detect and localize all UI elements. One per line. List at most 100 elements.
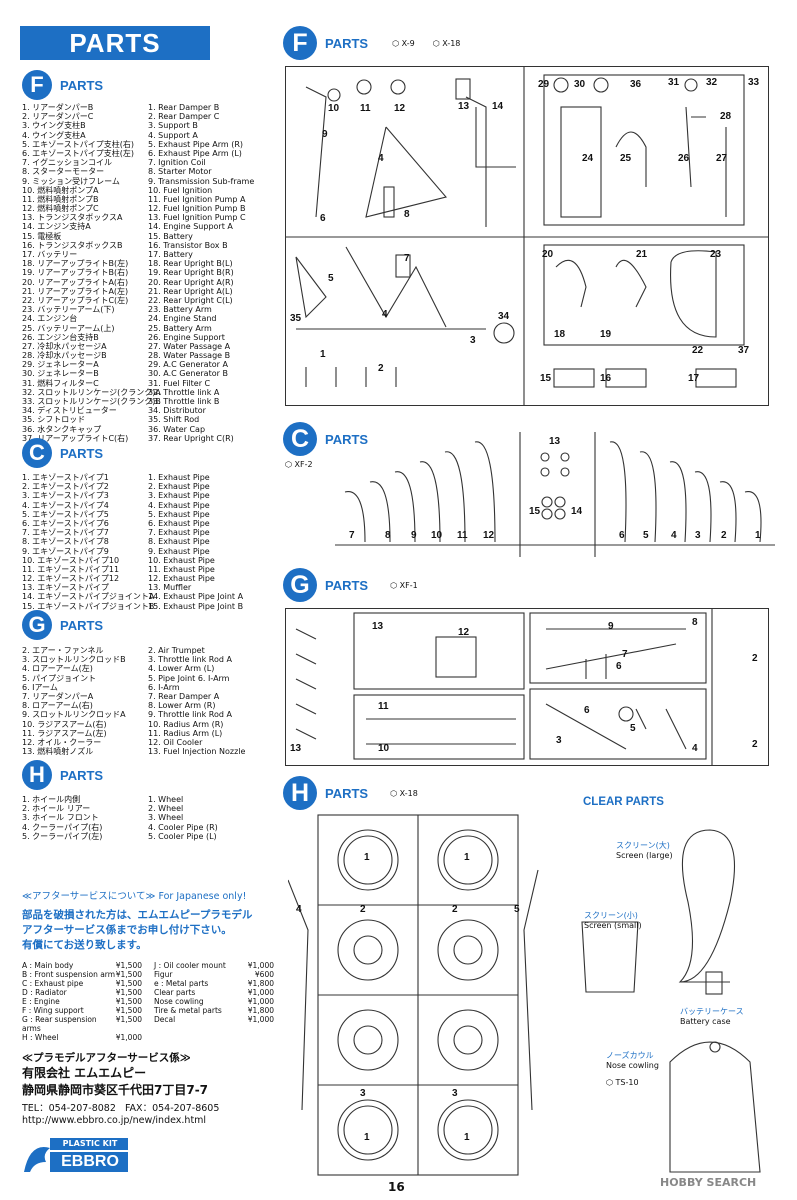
section-label: PARTS bbox=[60, 445, 104, 461]
section-letter-badge: F bbox=[22, 70, 52, 100]
part-number: 18 bbox=[554, 329, 566, 340]
part-list-item: 3. スロットルリンクロッドB bbox=[22, 655, 126, 665]
part-list-item: 2. Exhaust Pipe bbox=[148, 482, 210, 492]
paint-xf1: ⬡ XF-1 bbox=[390, 580, 418, 590]
part-list-item: 15. 電極板 bbox=[22, 231, 62, 241]
part-list-item: 10. 燃料噴射ポンプA bbox=[22, 185, 99, 195]
part-number: 27 bbox=[716, 153, 728, 164]
part-list-item: 4. ロアーアーム(左) bbox=[22, 664, 93, 674]
part-list-item: 14. エキゾーストパイプジョイントA bbox=[22, 592, 155, 602]
part-list-item: 10. Exhaust Pipe bbox=[148, 555, 215, 565]
part-number: 24 bbox=[582, 153, 594, 164]
part-list-item: 9. Transmission Sub-frame bbox=[148, 176, 255, 186]
part-number: 12 bbox=[394, 103, 406, 114]
part-list-item: 11. Fuel Ignition Pump A bbox=[148, 194, 246, 204]
part-list-item: 11. 燃料噴射ポンプB bbox=[22, 194, 99, 204]
part-list-item: 18. Rear Upright B(L) bbox=[148, 259, 233, 269]
part-list-item: 7. リアーダンパーA bbox=[22, 691, 94, 701]
part-number: 9 bbox=[411, 530, 417, 541]
screen-small-en: Screen (small) bbox=[584, 921, 642, 930]
website-link[interactable]: http://www.ebbro.co.jp/new/index.html bbox=[22, 1115, 207, 1126]
part-list-item: 3. Support B bbox=[148, 121, 198, 131]
part-list-item: 1. Exhaust Pipe bbox=[148, 473, 210, 482]
part-number: 6 bbox=[320, 213, 326, 224]
runner-letter-badge: C bbox=[283, 422, 317, 456]
nose-cowling-en: Nose cowling bbox=[606, 1061, 659, 1070]
part-list-item: 29. ジェネレーターA bbox=[22, 360, 99, 370]
part-number: 3 bbox=[695, 530, 701, 541]
price-value: ¥1,500 bbox=[115, 997, 142, 1006]
part-number: 19 bbox=[600, 329, 612, 340]
part-list-item: 1. リアーダンパーB bbox=[22, 103, 94, 112]
part-list-item: 6. Exhaust Pipe bbox=[148, 518, 210, 528]
part-number: 12 bbox=[483, 530, 495, 541]
price-value: ¥1,500 bbox=[115, 988, 142, 997]
price-value: ¥1,800 bbox=[247, 1006, 274, 1015]
price-value: ¥1,500 bbox=[115, 1006, 142, 1015]
logo-top-text: PLASTIC KIT bbox=[62, 1139, 118, 1148]
part-list-item: 24. Engine Stand bbox=[148, 314, 217, 324]
company-name: 有限会社 エムエムピー bbox=[22, 1066, 147, 1080]
part-list-item: 15. Exhaust Pipe Joint B bbox=[148, 601, 244, 611]
part-list-item: 3. Wheel bbox=[148, 813, 184, 823]
price-item: D : Radiator bbox=[22, 988, 67, 997]
part-list-item: 13. Fuel Ignition Pump C bbox=[148, 213, 246, 223]
part-list-item: 6. Iアーム bbox=[22, 682, 58, 692]
part-list-item: 5. Exhaust Pipe Arm (R) bbox=[148, 139, 244, 149]
price-value: ¥1,000 bbox=[247, 997, 274, 1006]
price-value: ¥1,500 bbox=[115, 961, 142, 970]
part-list-item: 37. Rear Upright C(R) bbox=[148, 433, 234, 443]
heading-en: For Japanese only! bbox=[158, 891, 247, 902]
part-list-item: 15. エキゾーストパイプジョイントB bbox=[22, 601, 155, 611]
price-row: B : Front suspension arm¥1,500 bbox=[22, 970, 142, 979]
price-item: B : Front suspension arm bbox=[22, 970, 116, 979]
part-list-item: 22. リアーアップライトC(左) bbox=[22, 295, 129, 305]
part-list-item: 33. スロットルリンケージ(クランク)B bbox=[22, 397, 161, 406]
part-list-item: 23. Battery Arm bbox=[148, 305, 212, 315]
part-list-item: 12. Fuel Ignition Pump B bbox=[148, 204, 246, 214]
part-list-item: 3. ホイール フロント bbox=[22, 813, 99, 823]
runner-g-frame: 13 12 11 10 13 9 8 6 7 6 5 3 4 2 2 bbox=[285, 608, 769, 766]
part-number: 34 bbox=[498, 311, 510, 322]
runner-f-header: F PARTS ⬡ X-9 ⬡ X-18 bbox=[283, 26, 460, 60]
part-list-item: 31. 燃料フィルターC bbox=[22, 378, 99, 388]
paint-x18: ⬡ X-18 bbox=[390, 788, 418, 798]
part-list-item: 2. エキゾーストパイプ2 bbox=[22, 482, 109, 492]
part-number: 3 bbox=[452, 1088, 458, 1099]
part-list-item: 9. エキゾーストパイプ9 bbox=[22, 546, 109, 556]
price-row: G : Rear suspension arms¥1,500 bbox=[22, 1015, 142, 1033]
price-item: A : Main body bbox=[22, 961, 74, 970]
part-list-item: 3. Throttle link Rod A bbox=[148, 655, 232, 665]
part-number: 2 bbox=[752, 653, 758, 664]
runner-letter-badge: G bbox=[283, 568, 317, 602]
part-number: 15 bbox=[540, 373, 552, 384]
part-number: 2 bbox=[452, 904, 458, 915]
part-list-item: 14. エンジン支持A bbox=[22, 222, 91, 232]
price-row: Decal¥1,000 bbox=[154, 1015, 274, 1024]
price-item: H : Wheel bbox=[22, 1033, 59, 1042]
part-number: 4 bbox=[692, 743, 698, 754]
company-address: 静岡県静岡市葵区千代田7丁目7-7 bbox=[22, 1083, 209, 1097]
part-number: 29 bbox=[538, 79, 550, 90]
part-number: 31 bbox=[668, 77, 680, 88]
price-value: ¥1,000 bbox=[115, 1033, 142, 1042]
part-number: 2 bbox=[378, 363, 384, 374]
part-list-item: 10. Fuel Ignition bbox=[148, 185, 213, 195]
part-list-item: 8. Exhaust Pipe bbox=[148, 537, 210, 547]
part-list-item: 12. 燃料噴射ポンプC bbox=[22, 204, 99, 214]
part-list-item: 13. 燃料噴射ノズル bbox=[22, 747, 94, 757]
section-label: PARTS bbox=[60, 77, 104, 93]
ebbro-logo-graphic bbox=[24, 1138, 128, 1172]
part-list-item: 11. エキゾーストパイプ11 bbox=[22, 564, 120, 574]
part-number: 36 bbox=[630, 79, 642, 90]
part-list-item: 7. Ignition Coil bbox=[148, 158, 206, 168]
part-number: 9 bbox=[322, 129, 328, 140]
page-number: 16 bbox=[388, 1180, 405, 1194]
runner-label: PARTS bbox=[325, 785, 369, 801]
part-list-item: 30. A.C Generator B bbox=[148, 369, 228, 379]
runner-h-header: H PARTS ⬡ X-18 bbox=[283, 776, 418, 810]
part-list-item: 17. Battery bbox=[148, 250, 193, 259]
